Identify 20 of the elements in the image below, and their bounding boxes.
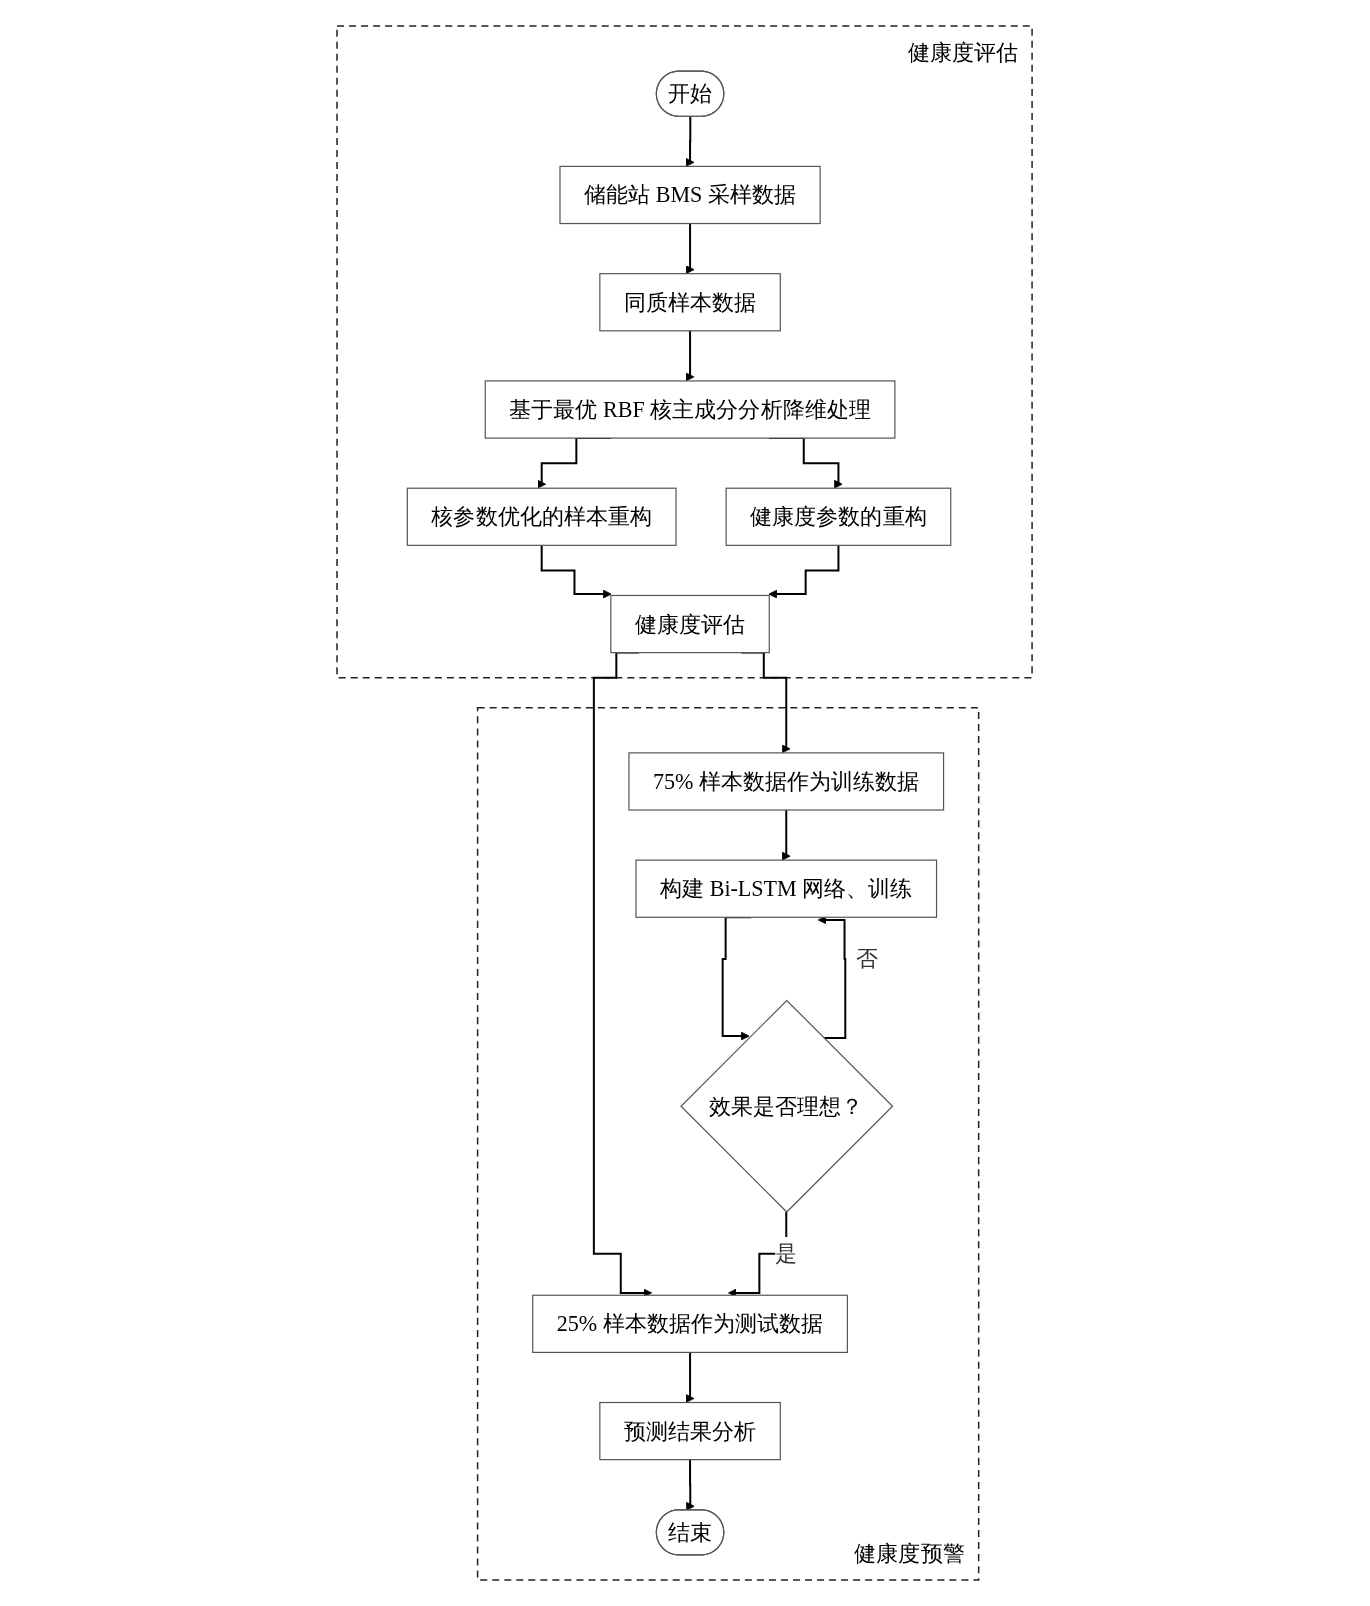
node-box: 构建 Bi-LSTM 网络、训练 — [635, 859, 938, 918]
node-box: 储能站 BMS 采样数据 — [559, 165, 822, 225]
node-box: 75% 样本数据作为训练数据 — [628, 752, 945, 811]
edge-label: 否 — [856, 946, 879, 972]
arrow — [686, 1458, 696, 1511]
node-box: 健康度参数的重构 — [726, 487, 952, 546]
edge-label: 是 — [775, 1241, 798, 1267]
node-box: 预测结果分析 — [599, 1401, 782, 1461]
node-box: 健康度评估 — [610, 594, 771, 654]
arrow — [768, 544, 840, 599]
node-diamond: 效果是否理想？ — [680, 999, 894, 1213]
arrow — [686, 1351, 695, 1403]
node-box: 基于最优 RBF 核主成分分析降维处理 — [485, 380, 896, 439]
arrow — [782, 809, 792, 861]
arrow — [686, 115, 695, 167]
node-box: 25% 样本数据作为测试数据 — [532, 1294, 849, 1353]
arrow — [686, 329, 695, 382]
node-box: 同质样本数据 — [599, 273, 782, 332]
node-box: 核参数优化的样本重构 — [407, 487, 678, 546]
arrow — [686, 222, 695, 275]
